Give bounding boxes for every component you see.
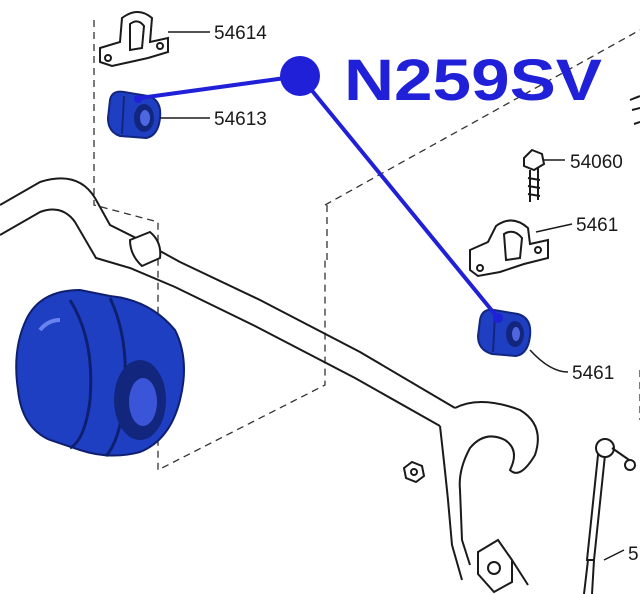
bracket-54614 bbox=[99, 11, 169, 68]
product-code-title: N259SV bbox=[344, 48, 602, 113]
leader-lines bbox=[160, 31, 625, 561]
bolt-top-right bbox=[629, 95, 640, 125]
pointer-dot-upper bbox=[134, 95, 142, 103]
part-label-54613: 54613 bbox=[214, 109, 267, 130]
part-label-54614: 54614 bbox=[214, 23, 267, 44]
nut bbox=[402, 460, 426, 484]
dashed-outline-right bbox=[324, 29, 640, 420]
bushing-closeup bbox=[15, 288, 185, 457]
bushing-54613 bbox=[106, 90, 162, 140]
part-label-54060: 54060 bbox=[570, 152, 623, 173]
bracket-right bbox=[469, 219, 549, 278]
part-label-bottom-right: 5 bbox=[628, 544, 639, 565]
pointer-lines bbox=[138, 74, 500, 320]
pointer-hub bbox=[280, 56, 320, 96]
pointer-line-lower bbox=[298, 74, 500, 320]
part-label-right-upper: 5461 bbox=[576, 215, 618, 236]
bar-end-clamp bbox=[477, 538, 529, 594]
bushing-right bbox=[476, 308, 532, 358]
stabilizer-link bbox=[583, 438, 636, 594]
bar-collar bbox=[128, 230, 162, 268]
bolt-54060 bbox=[523, 148, 546, 202]
pointer-line-upper bbox=[138, 74, 302, 100]
part-label-right-lower: 5461 bbox=[572, 363, 614, 384]
pointer-dot-lower bbox=[493, 313, 503, 323]
stabilizer-bar bbox=[0, 177, 539, 581]
